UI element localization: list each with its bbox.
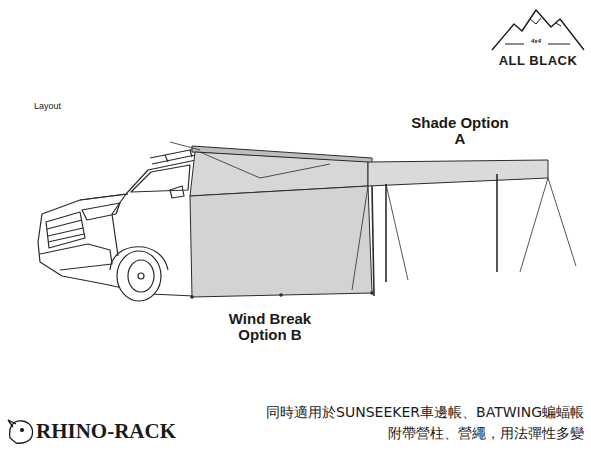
truck-grille [46, 212, 85, 248]
section-label: Layout [34, 101, 61, 112]
peg-points [190, 291, 374, 299]
rhino-head [10, 421, 33, 443]
truck-windshield [131, 165, 190, 192]
mountain-snow [530, 18, 561, 26]
awning-pole [372, 186, 374, 296]
rhino-icon [8, 420, 33, 443]
peg-point [279, 293, 283, 297]
truck-hood-line [80, 194, 128, 256]
brand-logo: ALL BLACK [494, 53, 582, 69]
front-wheel-rim [128, 260, 154, 292]
rhino-eye [21, 429, 24, 432]
option-label: Wind Break Option B [215, 311, 325, 343]
peg-point [370, 291, 374, 295]
truck-bumper [40, 244, 112, 270]
shade-pole [385, 184, 387, 282]
awning-drawing [170, 142, 576, 299]
guy-rope [170, 142, 576, 290]
shade-pole [496, 174, 498, 272]
wind-break-panel [190, 186, 372, 297]
option-label: Shade Option A [410, 115, 510, 147]
product-note: 附帶營柱、營繩，用法彈性多變 [200, 425, 584, 442]
all-black-logo [492, 10, 584, 50]
poles-and-ropes [170, 142, 576, 296]
wheel-hub [138, 273, 144, 279]
rhino-horn [8, 420, 16, 427]
brand-name: RHINO-RACK [36, 419, 176, 444]
front-wheel [117, 251, 161, 301]
product-note: 同時適用於SUNSEEKER車邊帳、BATWING蝙蝠帳 [200, 404, 584, 421]
grille-slats [47, 220, 84, 242]
shade-panel [368, 160, 548, 186]
truck-mirror [170, 186, 184, 198]
support-rafter [200, 152, 330, 178]
mountain-outline [492, 10, 584, 50]
truck-drawing [38, 148, 200, 301]
logo-badge: 4x4 [526, 38, 546, 45]
peg-point [190, 295, 194, 299]
